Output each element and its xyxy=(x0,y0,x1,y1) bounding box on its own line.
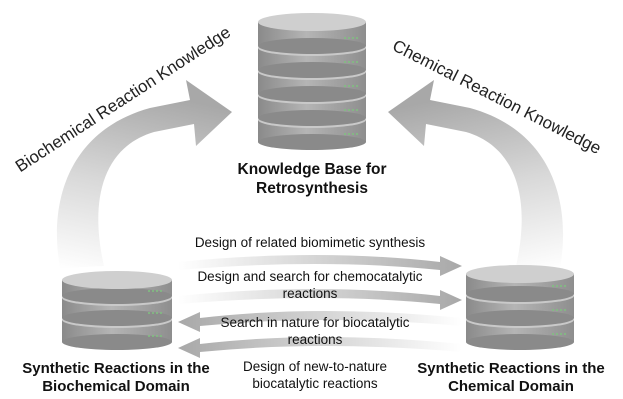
left-curved-arrow xyxy=(56,80,232,268)
flow-label-chemocatalytic-line2: reactions xyxy=(282,286,338,301)
left-database-icon xyxy=(62,271,172,350)
chemical-domain-title-line1: Synthetic Reactions in the xyxy=(417,360,605,377)
flow-label-new-to-nature-line2: biocatalytic reactions xyxy=(252,376,378,391)
flow-arrow-to-biochemical-1 xyxy=(178,311,462,332)
right-curved-arrow xyxy=(388,80,564,268)
flow-label-biocatalytic-search: Search in nature for biocatalytic reacti… xyxy=(180,314,450,348)
flow-label-chemocatalytic-line1: Design and search for chemocatalytic xyxy=(197,269,423,284)
top-database-title-line1: Knowledge Base for xyxy=(237,161,387,178)
right-database-icon xyxy=(466,265,574,350)
flow-label-new-to-nature-line1: Design of new-to-nature xyxy=(242,359,388,374)
biochemical-domain-title-line2: Biochemical Domain xyxy=(42,378,190,395)
flow-label-biocatalytic-search-line1: Search in nature for biocatalytic xyxy=(220,315,410,330)
flow-arrow-to-chemical-1 xyxy=(178,255,462,276)
flow-label-chemocatalytic: Design and search for chemocatalytic rea… xyxy=(160,268,460,302)
top-database-title-line2: Retrosynthesis xyxy=(256,180,368,197)
flow-arrow-to-chemical-2 xyxy=(178,289,462,310)
chemical-domain-title-line2: Chemical Domain xyxy=(448,378,574,395)
flow-arrow-to-biochemical-2 xyxy=(178,337,462,358)
biochemical-domain-title-line1: Synthetic Reactions in the xyxy=(22,360,210,377)
flow-label-biocatalytic-search-line2: reactions xyxy=(287,332,343,347)
top-database-icon xyxy=(258,13,366,150)
flow-label-new-to-nature: Design of new-to-nature biocatalytic rea… xyxy=(180,358,450,392)
chemical-domain-title: Synthetic Reactions in the Chemical Doma… xyxy=(400,360,622,396)
flow-label-biomimetic: Design of related biomimetic synthesis xyxy=(194,235,426,250)
top-database-title: Knowledge Base for Retrosynthesis xyxy=(222,160,402,198)
biochemical-domain-title: Synthetic Reactions in the Biochemical D… xyxy=(0,360,232,396)
